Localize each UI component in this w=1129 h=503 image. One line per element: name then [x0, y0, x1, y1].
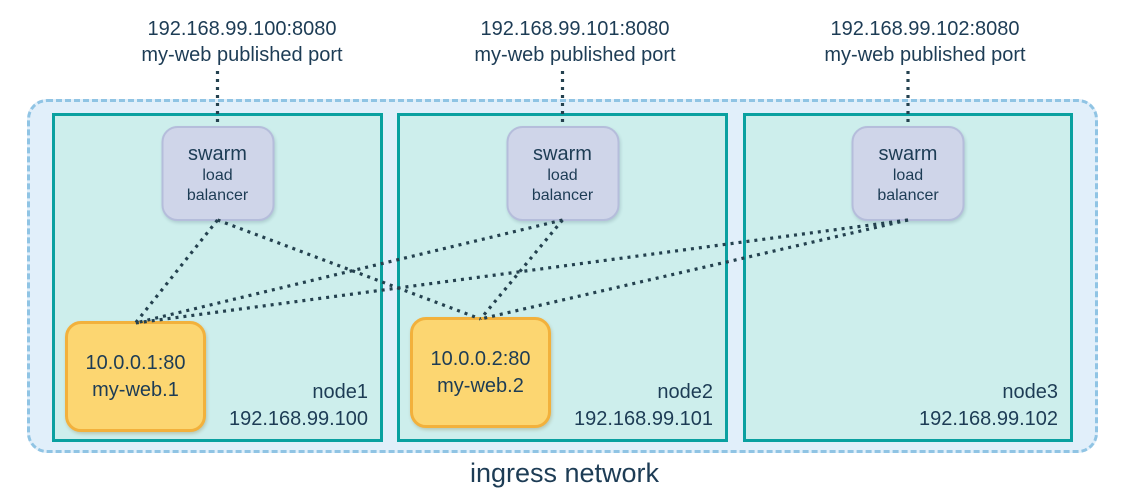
lb-label: swarm: [188, 142, 247, 165]
node-label-node3: node3 192.168.99.102: [919, 379, 1058, 433]
node-box-node1: swarm load balancer 10.0.0.1:80 my-web.1…: [52, 113, 383, 442]
published-port-caption: my-web published port: [824, 44, 1026, 66]
published-port-address: 192.168.99.102:8080: [830, 18, 1020, 40]
published-port-caption: my-web published port: [474, 44, 676, 66]
published-port-caption: my-web published port: [141, 44, 343, 66]
swarm-load-balancer-node3: swarm load balancer: [851, 126, 965, 221]
node-label-node2: node2 192.168.99.101: [574, 379, 713, 433]
lb-label: swarm: [533, 142, 592, 165]
node-name: node1: [312, 381, 368, 403]
node-label-node1: node1 192.168.99.100: [229, 379, 368, 433]
node-ip: 192.168.99.100: [228, 408, 368, 430]
node-box-node3: swarm load balancer node3 192.168.99.102: [743, 113, 1073, 442]
published-port-address: 192.168.99.100:8080: [147, 18, 337, 40]
lb-label: balancer: [186, 186, 249, 204]
task-address: 10.0.0.2:80: [430, 347, 531, 370]
node-name: node3: [1002, 381, 1058, 403]
lb-label: load: [202, 166, 233, 184]
published-port-label-node2: 192.168.99.101:8080 my-web published por…: [415, 16, 735, 68]
node-ip: 192.168.99.101: [573, 408, 713, 430]
lb-label: load: [892, 166, 924, 184]
task-box-my-web-1: 10.0.0.1:80 my-web.1: [65, 321, 206, 432]
ingress-network-label: ingress network: [469, 458, 660, 488]
published-port-label-node3: 192.168.99.102:8080 my-web published por…: [765, 16, 1085, 68]
lb-label: balancer: [877, 186, 939, 204]
lb-label: balancer: [531, 186, 594, 204]
lb-label: load: [547, 166, 578, 184]
task-box-my-web-2: 10.0.0.2:80 my-web.2: [410, 317, 551, 428]
swarm-load-balancer-node2: swarm load balancer: [506, 126, 619, 221]
task-name: my-web.2: [437, 374, 524, 397]
task-name: my-web.1: [92, 378, 179, 401]
swarm-load-balancer-node1: swarm load balancer: [161, 126, 274, 221]
node-box-node2: swarm load balancer 10.0.0.2:80 my-web.2…: [397, 113, 728, 442]
published-port-address: 192.168.99.101:8080: [480, 18, 670, 40]
node-name: node2: [657, 381, 713, 403]
task-address: 10.0.0.1:80: [85, 351, 186, 374]
lb-label: swarm: [878, 142, 938, 165]
node-ip: 192.168.99.102: [918, 408, 1058, 430]
published-port-label-node1: 192.168.99.100:8080 my-web published por…: [82, 16, 402, 68]
